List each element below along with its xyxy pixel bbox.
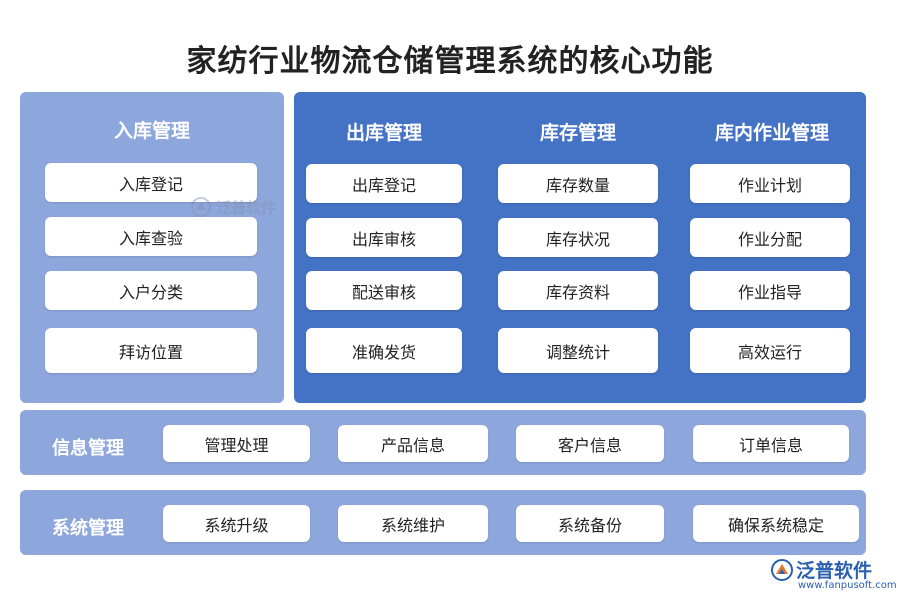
- outbound-heading: 出库管理: [345, 122, 422, 144]
- info-item: 客户信息: [516, 425, 664, 462]
- operations-item: 作业计划: [690, 164, 850, 203]
- brand-logo: 泛普软件 www.fanpusoft.com: [770, 556, 897, 596]
- inventory-item: 调整统计: [498, 328, 658, 373]
- info-item: 订单信息: [693, 425, 849, 462]
- inbound-heading: 入库管理: [113, 120, 190, 142]
- system-item: 确保系统稳定: [693, 505, 859, 542]
- info-row: 信息管理 管理处理 产品信息 客户信息 订单信息: [20, 410, 866, 475]
- diagram-title: 家纺行业物流仓储管理系统的核心功能: [186, 44, 714, 79]
- logo-url: www.fanpusoft.com: [798, 580, 897, 591]
- watermark-text: 泛普软件: [216, 198, 277, 217]
- inventory-item: 库存状况: [498, 218, 658, 257]
- inbound-item: 入户分类: [45, 271, 257, 310]
- info-item: 产品信息: [338, 425, 488, 462]
- operations-heading: 库内作业管理: [714, 122, 829, 144]
- inventory-item: 库存资料: [498, 271, 658, 310]
- info-item: 管理处理: [163, 425, 310, 462]
- info-row-label: 信息管理: [52, 438, 124, 459]
- inventory-heading: 库存管理: [539, 122, 616, 144]
- inbound-item: 拜访位置: [45, 328, 257, 373]
- operations-panel: 出库管理 出库登记 出库审核 配送审核 准确发货 库存管理 库存数量 库存状况 …: [294, 92, 866, 403]
- inbound-panel: 入库管理 入库登记 入库查验 入户分类 拜访位置: [20, 92, 284, 403]
- inventory-item: 库存数量: [498, 164, 658, 203]
- logo-text: 泛普软件: [796, 560, 873, 582]
- operations-item: 作业指导: [690, 271, 850, 310]
- system-row-label: 系统管理: [52, 518, 124, 539]
- fanpu-logo-icon: [771, 559, 793, 581]
- outbound-item: 出库审核: [306, 218, 462, 257]
- inbound-item: 入库登记: [45, 163, 257, 202]
- system-item: 系统备份: [516, 505, 664, 542]
- operations-item: 作业分配: [690, 218, 850, 257]
- system-item: 系统升级: [163, 505, 310, 542]
- watermark: 泛普软件: [190, 190, 300, 224]
- outbound-item: 配送审核: [306, 271, 462, 310]
- operations-item: 高效运行: [690, 328, 850, 373]
- system-item: 系统维护: [338, 505, 488, 542]
- outbound-item: 出库登记: [306, 164, 462, 203]
- outbound-item: 准确发货: [306, 328, 462, 373]
- inbound-item: 入库查验: [45, 217, 257, 256]
- fanpu-logo-icon: [191, 197, 211, 217]
- system-row: 系统管理 系统升级 系统维护 系统备份 确保系统稳定: [20, 490, 866, 555]
